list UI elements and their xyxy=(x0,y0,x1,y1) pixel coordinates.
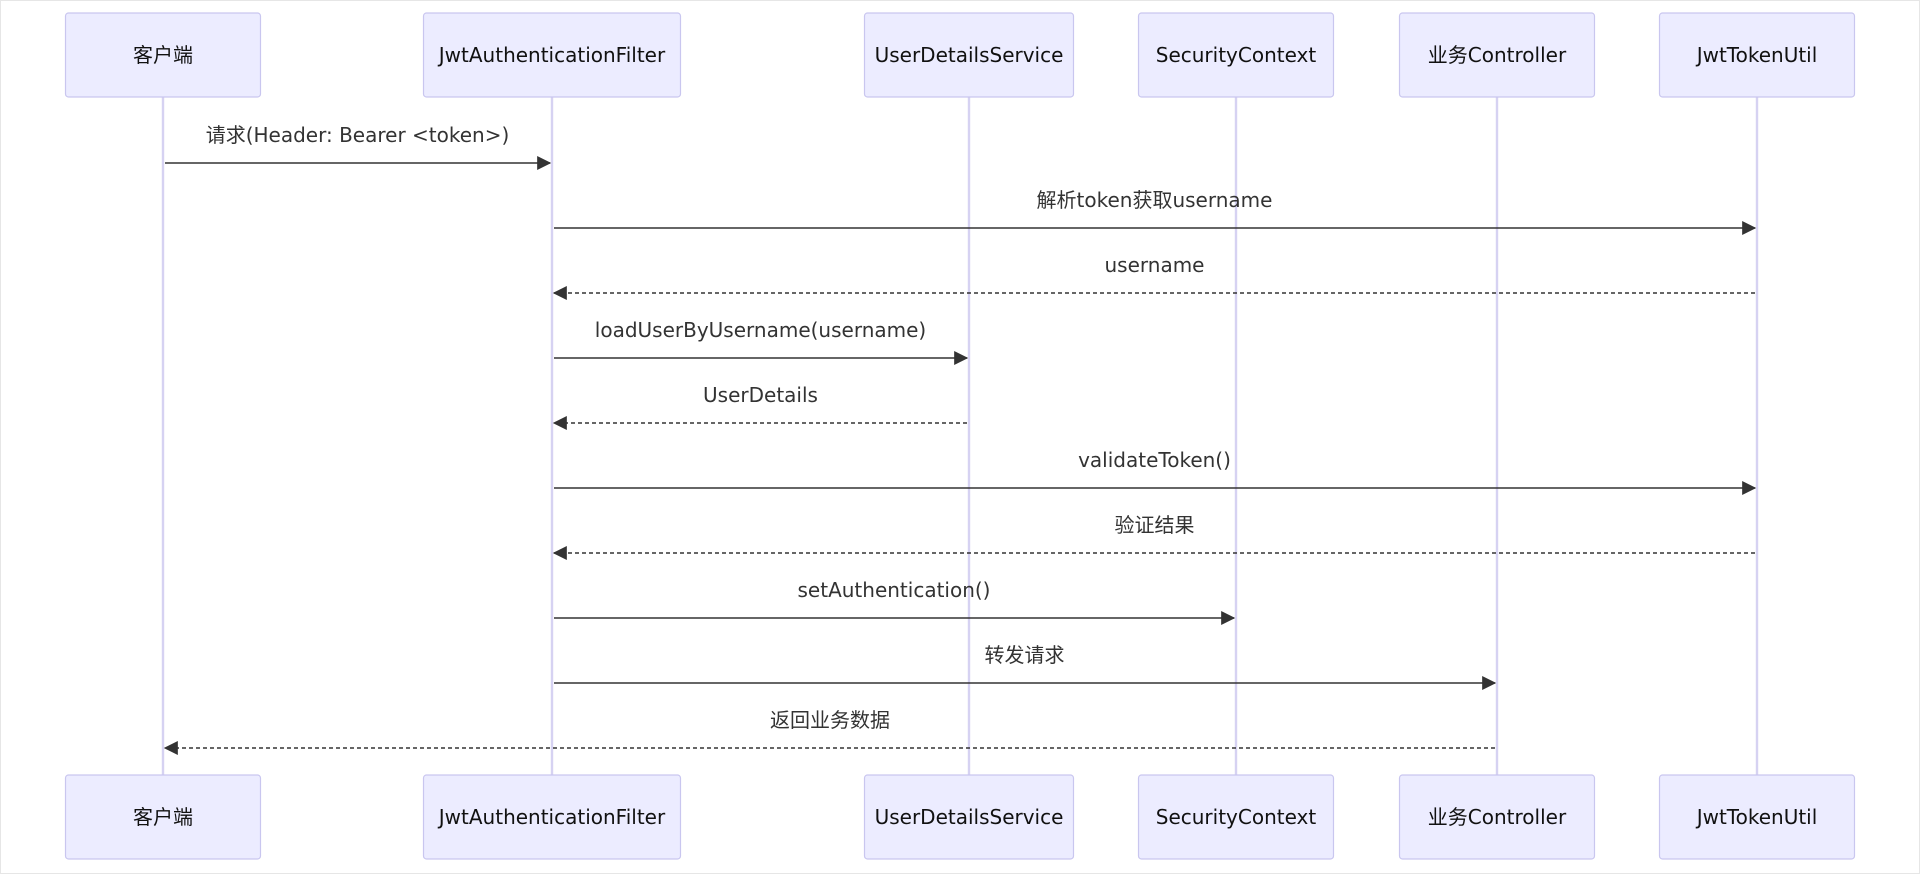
message-5: UserDetails xyxy=(552,383,967,430)
participant-box xyxy=(863,12,1075,98)
message-7: 验证结果 xyxy=(552,513,1755,560)
message-10: 返回业务数据 xyxy=(163,708,1495,755)
participant-label: JwtAuthenticationFilter xyxy=(437,43,666,67)
participant-top-ctrl: 业务Controller xyxy=(1398,12,1596,98)
message-label: setAuthentication() xyxy=(798,578,991,602)
participant-bottom-filter: JwtAuthenticationFilter xyxy=(422,774,682,860)
message-label: 解析token获取username xyxy=(1037,188,1273,212)
message-label: 转发请求 xyxy=(985,643,1065,667)
participant-bottom-jwt: JwtTokenUtil xyxy=(1658,774,1856,860)
participant-label: JwtTokenUtil xyxy=(1695,43,1818,67)
participant-label: JwtTokenUtil xyxy=(1695,805,1818,829)
participant-bottom-ctrl: 业务Controller xyxy=(1398,774,1596,860)
participant-label: UserDetailsService xyxy=(875,805,1064,829)
participant-label: JwtAuthenticationFilter xyxy=(437,805,666,829)
participant-label: 客户端 xyxy=(133,805,193,829)
participant-box xyxy=(1137,12,1335,98)
participant-box xyxy=(1137,774,1335,860)
participant-box xyxy=(64,12,262,98)
participant-top-ctx: SecurityContext xyxy=(1137,12,1335,98)
message-4: loadUserByUsername(username) xyxy=(554,318,969,365)
participant-label: 客户端 xyxy=(133,43,193,67)
participant-top-filter: JwtAuthenticationFilter xyxy=(422,12,682,98)
participant-label: UserDetailsService xyxy=(875,43,1064,67)
participant-box xyxy=(1398,12,1596,98)
participant-box xyxy=(1658,12,1856,98)
participant-box xyxy=(64,774,262,860)
participant-box xyxy=(1398,774,1596,860)
message-6: validateToken() xyxy=(554,448,1757,495)
message-3: username xyxy=(552,253,1755,300)
message-label: validateToken() xyxy=(1078,448,1231,472)
message-label: username xyxy=(1105,253,1205,277)
message-9: 转发请求 xyxy=(554,643,1497,690)
participant-bottom-client: 客户端 xyxy=(64,774,262,860)
participant-box xyxy=(422,774,682,860)
participant-top-uds: UserDetailsService xyxy=(863,12,1075,98)
message-1: 请求(Header: Bearer <token>) xyxy=(165,123,552,170)
participant-label: 业务Controller xyxy=(1428,43,1567,67)
message-label: 验证结果 xyxy=(1115,513,1195,537)
message-8: setAuthentication() xyxy=(554,578,1236,625)
participant-bottom-uds: UserDetailsService xyxy=(863,774,1075,860)
message-label: UserDetails xyxy=(703,383,818,407)
participant-label: SecurityContext xyxy=(1156,43,1317,67)
message-label: 请求(Header: Bearer <token>) xyxy=(206,123,510,147)
message-label: 返回业务数据 xyxy=(770,708,890,732)
participant-box xyxy=(863,774,1075,860)
participant-label: SecurityContext xyxy=(1156,805,1317,829)
participant-top-client: 客户端 xyxy=(64,12,262,98)
message-label: loadUserByUsername(username) xyxy=(595,318,926,342)
participant-bottom-ctx: SecurityContext xyxy=(1137,774,1335,860)
participant-label: 业务Controller xyxy=(1428,805,1567,829)
participant-top-jwt: JwtTokenUtil xyxy=(1658,12,1856,98)
participant-box xyxy=(422,12,682,98)
participant-box xyxy=(1658,774,1856,860)
message-2: 解析token获取username xyxy=(554,188,1757,235)
